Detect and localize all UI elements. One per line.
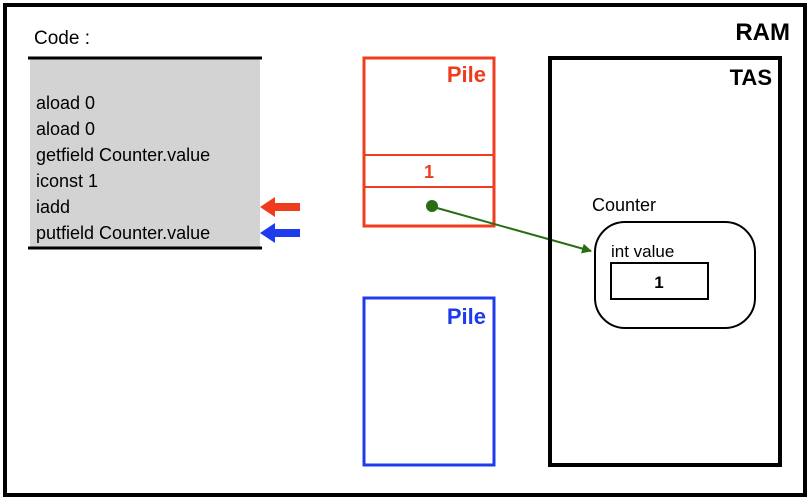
red-stack-reference-dot xyxy=(426,200,438,212)
counter-object xyxy=(594,221,756,329)
bytecode-line: iconst 1 xyxy=(36,171,98,191)
bytecode-list: aload 0 aload 0 getfield Counter.value i… xyxy=(36,93,210,243)
object-field-box xyxy=(610,262,709,300)
bytecode-line: iadd xyxy=(36,197,70,217)
red-stack: Pile 1 xyxy=(362,56,496,228)
reference-pointer-arrow xyxy=(436,207,592,254)
object-class-name: Counter xyxy=(592,195,656,215)
bytecode-line: aload 0 xyxy=(36,119,95,139)
bytecode-line: getfield Counter.value xyxy=(36,145,210,165)
bytecode-line: putfield Counter.value xyxy=(36,223,210,243)
ram-label: RAM xyxy=(735,19,790,46)
blue-stack-frame xyxy=(362,296,496,467)
heap-frame xyxy=(548,56,782,467)
object-field-label: int value xyxy=(611,242,674,261)
object-field-value: 1 xyxy=(654,273,663,292)
blue-stack: Pile xyxy=(362,296,496,467)
blue-instruction-arrow-icon xyxy=(260,223,300,243)
red-stack-label: Pile xyxy=(447,62,486,87)
ram-frame xyxy=(3,3,807,497)
code-label: Code : xyxy=(34,28,90,49)
blue-stack-label: Pile xyxy=(447,304,486,329)
code-panel xyxy=(30,58,260,248)
red-stack-frame xyxy=(362,56,496,228)
bytecode-line: aload 0 xyxy=(36,93,95,113)
heap-label: TAS xyxy=(730,65,772,90)
red-instruction-arrow-icon xyxy=(260,197,300,217)
red-stack-cell-value: 1 xyxy=(424,162,434,182)
heap: TAS Counter int value 1 xyxy=(548,56,782,467)
